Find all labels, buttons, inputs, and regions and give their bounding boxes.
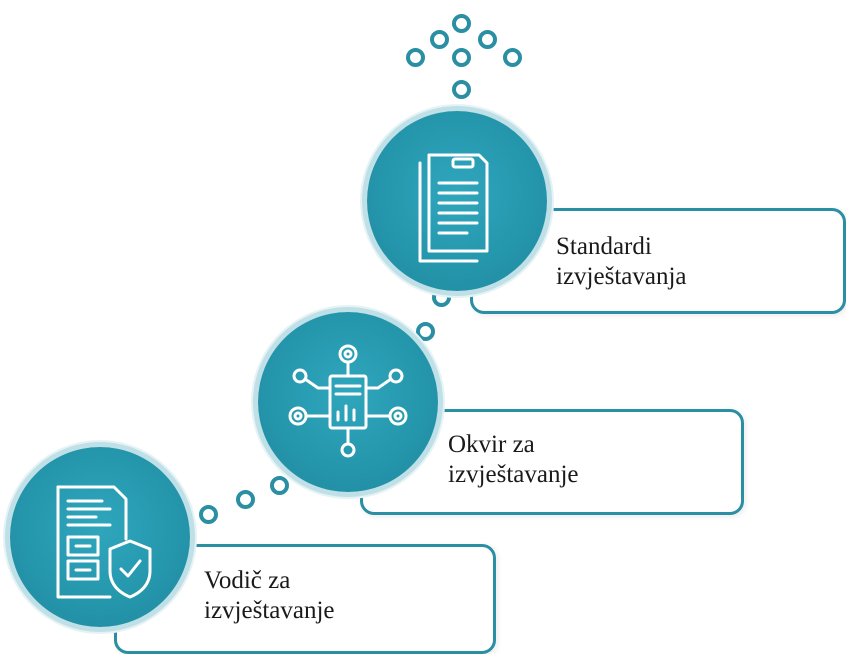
label-line: Standardi bbox=[556, 233, 652, 260]
burst-dot bbox=[452, 14, 471, 33]
step-label-vodic: Vodič za izvještavanje bbox=[204, 566, 335, 626]
label-line: izvještavanja bbox=[556, 263, 687, 290]
burst-dot bbox=[406, 48, 425, 67]
burst-dot bbox=[503, 48, 522, 67]
network-report-icon bbox=[288, 344, 408, 458]
connector-dot bbox=[270, 476, 289, 495]
label-line: izvještavanje bbox=[448, 461, 579, 488]
document-shield-icon bbox=[56, 485, 152, 599]
label-line: Okvir za bbox=[448, 431, 535, 458]
connector-dot bbox=[236, 490, 255, 509]
burst-dot bbox=[452, 48, 471, 67]
label-line: izvještavanje bbox=[204, 597, 335, 624]
burst-dot bbox=[452, 80, 471, 99]
step-circle-standardi bbox=[367, 111, 547, 291]
connector-dot bbox=[199, 505, 218, 524]
step-circle-okvir bbox=[258, 312, 438, 492]
step-circle-vodic bbox=[10, 447, 190, 627]
documents-icon bbox=[418, 153, 489, 263]
connector-dot bbox=[432, 288, 451, 307]
step-label-okvir: Okvir za izvještavanje bbox=[448, 430, 579, 490]
step-label-standardi: Standardi izvještavanja bbox=[556, 232, 687, 292]
label-line: Vodič za bbox=[204, 567, 291, 594]
connector-dot bbox=[416, 322, 435, 341]
burst-dot bbox=[478, 30, 497, 49]
burst-dot bbox=[430, 30, 449, 49]
